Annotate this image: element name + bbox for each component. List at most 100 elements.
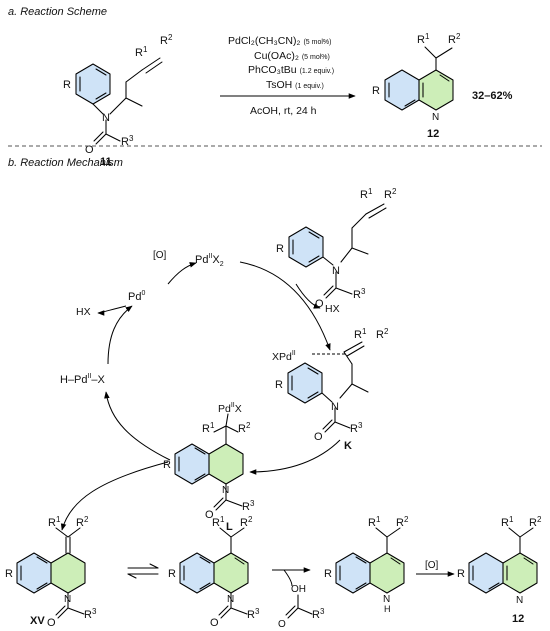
condition-4: TsOH [266, 79, 292, 91]
svg-text:R3: R3 [350, 421, 363, 435]
svg-text:N: N [64, 594, 71, 605]
carboxylic-acid: OH O R3 [278, 584, 325, 630]
svg-text:N: N [383, 594, 390, 605]
cycle-substrate: R N O R3 R1 R2 [276, 187, 397, 310]
svg-text:O: O [47, 617, 56, 629]
substrate-11: R N O R3 R1 R2 11 [63, 33, 173, 168]
acid-o: O [278, 619, 286, 630]
svg-text:R: R [168, 568, 176, 580]
substrate-label: 11 [100, 156, 112, 168]
pd2-sub: 2 [220, 261, 224, 268]
svg-text:PhCO₃tBu (1.2 equiv.): PhCO₃tBu (1.2 equiv.) [248, 64, 334, 76]
svg-text:XPdII: XPdII [272, 350, 296, 363]
svg-text:R3: R3 [84, 607, 97, 621]
l-pd: Pd [218, 403, 231, 415]
svg-text:R1: R1 [360, 187, 373, 201]
svg-text:R2: R2 [396, 515, 409, 529]
condition-2-note: (5 mol%) [302, 54, 330, 61]
svg-text:R1: R1 [417, 32, 430, 46]
acid-r3: R [312, 609, 320, 621]
reaction-conditions: PdCl₂(CH₃CN)₂ (5 mol%) Cu(OAc)₂ (5 mol%)… [220, 35, 356, 117]
hpdx-pre: H–Pd [60, 374, 88, 386]
xpd-sup: II [292, 350, 296, 357]
svg-text:R2: R2 [240, 515, 253, 529]
svg-text:R3: R3 [247, 607, 260, 621]
solvent-text: AcOH, rt, 24 h [250, 105, 317, 117]
svg-text:R: R [457, 568, 465, 580]
benzene-ring-fill [76, 64, 110, 104]
svg-text:R1: R1 [354, 327, 367, 341]
svg-text:R2: R2 [384, 187, 397, 201]
svg-text:O: O [205, 509, 214, 521]
product-label: 12 [427, 128, 439, 140]
svg-text:R3: R3 [121, 134, 134, 148]
product-benzo-fill [385, 70, 419, 110]
svg-text:O: O [210, 617, 219, 629]
catalytic-cycle: PdIIX2 [O] Pd0 HX HX H–PdII–X [60, 250, 341, 531]
product-pyridine-fill [419, 70, 453, 110]
intermediate-xv: R1 R2 R N O R3 XV [5, 515, 97, 629]
svg-text:R2: R2 [160, 33, 173, 47]
svg-text:R2: R2 [76, 515, 89, 529]
svg-text:PdCl₂(CH₃CN)₂ (5 mol%): PdCl₂(CH₃CN)₂ (5 mol%) [228, 35, 331, 47]
cycle-ox: [O] [153, 250, 167, 261]
final-product: R1 R2 R N 12 [457, 515, 542, 625]
acid-oh: OH [291, 584, 306, 595]
svg-text:R: R [5, 568, 13, 580]
svg-text:PdIIX: PdIIX [218, 402, 242, 415]
product-12: R N R1 R2 12 32–62% [372, 32, 513, 140]
pd0-sup: 0 [141, 290, 145, 297]
svg-text:N: N [516, 595, 523, 606]
hpdx-sup: II [88, 373, 92, 380]
svg-text:R3: R3 [242, 499, 255, 513]
substrate-r3: R [121, 136, 129, 148]
svg-text:R1: R1 [501, 515, 514, 529]
acid-r3-sup: 3 [320, 607, 325, 616]
condition-1: PdCl₂(CH₃CN)₂ [228, 35, 301, 47]
svg-text:R2: R2 [238, 421, 251, 435]
substrate-o: O [85, 144, 94, 156]
hx-right: HX [325, 303, 340, 315]
svg-text:R1: R1 [135, 45, 148, 59]
arrow-hpdx-to-pd0 [107, 305, 133, 365]
svg-text:H–PdII–X: H–PdII–X [60, 373, 106, 386]
svg-text:Pd0: Pd0 [128, 290, 145, 303]
svg-text:OH: OH [291, 584, 306, 595]
svg-text:O: O [315, 298, 324, 310]
svg-text:TsOH (1 equiv.): TsOH (1 equiv.) [266, 79, 324, 91]
pd2-sup: II [208, 253, 212, 260]
svg-text:R2: R2 [448, 32, 461, 46]
substrate-r1-sup: 1 [143, 45, 148, 54]
section-a-title: a. Reaction Scheme [8, 6, 107, 18]
arrow-l-to-xv [60, 461, 169, 531]
svg-text:O: O [314, 431, 323, 443]
product-r2: R [448, 34, 456, 46]
section-b-title: b. Reaction Mechanism [8, 157, 123, 169]
isomer: R1 R2 R N O R3 [168, 515, 260, 629]
arrow-hx-release [295, 283, 321, 309]
svg-text:N: N [227, 594, 234, 605]
substrate-r: R [63, 79, 71, 91]
hx-left: HX [76, 306, 91, 318]
yield-text: 32–62% [472, 90, 513, 102]
svg-text:R3: R3 [312, 607, 325, 621]
substrate-r1: R [135, 47, 143, 59]
svg-text:R1: R1 [48, 515, 61, 529]
product-r1-sup: 1 [425, 32, 430, 41]
product-r: R [372, 85, 380, 97]
final-ox-label: [O] [425, 560, 439, 571]
substrate-r3-sup: 3 [129, 134, 134, 143]
svg-text:R2: R2 [529, 515, 542, 529]
l-pd-sup: II [231, 402, 235, 409]
svg-text:R: R [324, 568, 332, 580]
product-r1: R [417, 34, 425, 46]
substrate-n: N [102, 112, 110, 124]
xv-label: XV [30, 615, 45, 627]
svg-text:R: R [275, 379, 283, 391]
final-label: 12 [512, 613, 524, 625]
condition-3: PhCO₃tBu [248, 64, 297, 76]
svg-text:N: N [331, 401, 339, 413]
svg-text:PdIIX2: PdIIX2 [195, 253, 224, 268]
svg-text:Cu(OAc)₂ (5 mol%): Cu(OAc)₂ (5 mol%) [254, 50, 330, 62]
